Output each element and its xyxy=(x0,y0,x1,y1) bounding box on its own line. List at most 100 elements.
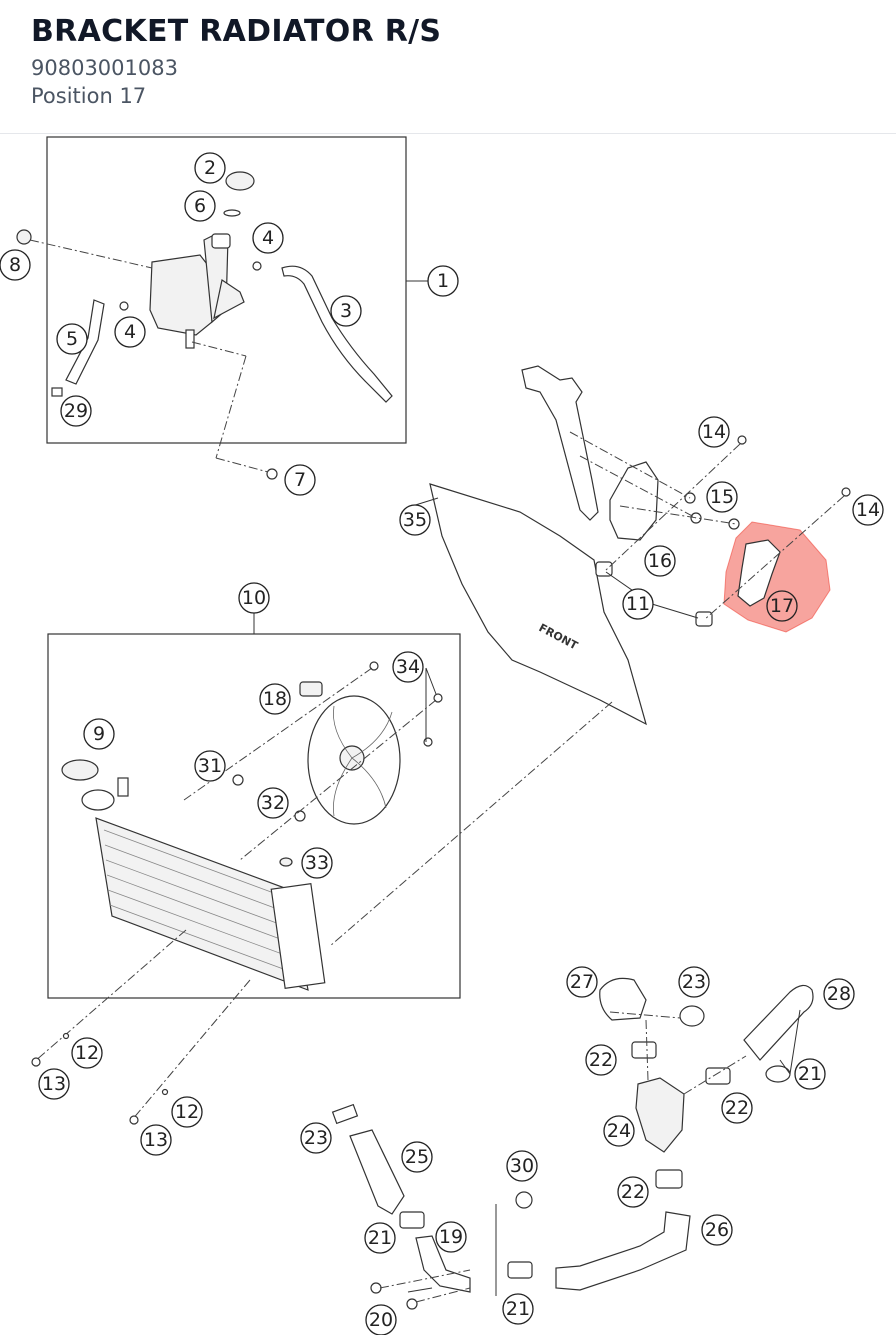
callout-23[interactable]: 23 xyxy=(300,1122,332,1154)
callout-15[interactable]: 15 xyxy=(706,481,738,513)
callout-5[interactable]: 5 xyxy=(56,323,88,355)
callout-35[interactable]: 35 xyxy=(399,504,431,536)
svg-text:22: 22 xyxy=(589,1049,613,1071)
svg-text:12: 12 xyxy=(175,1101,199,1123)
svg-text:8: 8 xyxy=(9,254,21,276)
svg-text:12: 12 xyxy=(75,1042,99,1064)
svg-text:35: 35 xyxy=(403,509,427,531)
callout-22[interactable]: 22 xyxy=(585,1044,617,1076)
svg-text:31: 31 xyxy=(198,755,222,777)
callout-10[interactable]: 10 xyxy=(238,582,270,614)
callout-16[interactable]: 16 xyxy=(644,545,676,577)
position-label: Position 17 xyxy=(31,84,147,108)
radiator-cap xyxy=(61,759,99,781)
tank-cap xyxy=(225,171,255,191)
callout-12[interactable]: 12 xyxy=(171,1096,203,1128)
svg-text:13: 13 xyxy=(42,1073,66,1095)
callout-28[interactable]: 28 xyxy=(823,978,855,1010)
callout-7[interactable]: 7 xyxy=(284,464,316,496)
assembly-box-1 xyxy=(46,136,407,444)
callout-33[interactable]: 33 xyxy=(301,847,333,879)
svg-text:33: 33 xyxy=(305,852,329,874)
callout-20[interactable]: 20 xyxy=(365,1304,397,1335)
callout-24[interactable]: 24 xyxy=(603,1115,635,1147)
callout-21[interactable]: 21 xyxy=(794,1058,826,1090)
svg-text:2: 2 xyxy=(204,157,216,179)
part-header: BRACKET RADIATOR R/S 90803001083 Positio… xyxy=(0,0,896,134)
callout-29[interactable]: 29 xyxy=(60,395,92,427)
svg-text:21: 21 xyxy=(506,1298,530,1320)
callout-13[interactable]: 13 xyxy=(140,1124,172,1156)
expansion-tank xyxy=(149,254,213,336)
callout-14[interactable]: 14 xyxy=(852,494,884,526)
svg-text:20: 20 xyxy=(369,1309,393,1331)
callout-2[interactable]: 2 xyxy=(194,152,226,184)
callout-1[interactable]: 1 xyxy=(427,265,459,297)
callout-4[interactable]: 4 xyxy=(252,222,284,254)
svg-text:10: 10 xyxy=(242,587,266,609)
callout-27[interactable]: 27 xyxy=(566,966,598,998)
svg-text:19: 19 xyxy=(439,1226,463,1248)
callout-6[interactable]: 6 xyxy=(184,190,216,222)
callout-34[interactable]: 34 xyxy=(392,651,424,683)
callout-8[interactable]: 8 xyxy=(0,249,31,281)
svg-text:4: 4 xyxy=(124,321,136,343)
callout-9[interactable]: 9 xyxy=(83,718,115,750)
svg-text:17: 17 xyxy=(770,595,794,617)
svg-text:32: 32 xyxy=(261,792,285,814)
svg-text:23: 23 xyxy=(304,1127,328,1149)
callout-21[interactable]: 21 xyxy=(502,1293,534,1325)
upper-bracket xyxy=(521,365,599,521)
svg-text:26: 26 xyxy=(705,1219,729,1241)
svg-text:11: 11 xyxy=(626,593,650,615)
callout-17-highlighted[interactable]: 17 xyxy=(766,590,798,622)
radiator-spoiler xyxy=(429,483,647,726)
svg-text:22: 22 xyxy=(725,1097,749,1119)
hose-5 xyxy=(65,299,105,385)
callout-22[interactable]: 22 xyxy=(617,1176,649,1208)
thermostat-housing xyxy=(635,1077,685,1153)
callout-18[interactable]: 18 xyxy=(259,683,291,715)
callout-11[interactable]: 11 xyxy=(622,588,654,620)
svg-text:7: 7 xyxy=(294,469,306,491)
bracket-radiator-rs xyxy=(737,539,781,607)
svg-text:21: 21 xyxy=(368,1227,392,1249)
svg-text:34: 34 xyxy=(396,656,420,678)
hose-3 xyxy=(281,265,393,403)
svg-text:29: 29 xyxy=(64,400,88,422)
callout-3[interactable]: 3 xyxy=(330,295,362,327)
callout-31[interactable]: 31 xyxy=(194,750,226,782)
svg-text:28: 28 xyxy=(827,983,851,1005)
svg-text:21: 21 xyxy=(798,1063,822,1085)
callout-26[interactable]: 26 xyxy=(701,1214,733,1246)
callout-22[interactable]: 22 xyxy=(721,1092,753,1124)
svg-text:3: 3 xyxy=(340,300,352,322)
svg-text:14: 14 xyxy=(702,421,726,443)
callout-21[interactable]: 21 xyxy=(364,1222,396,1254)
svg-text:25: 25 xyxy=(405,1146,429,1168)
svg-text:14: 14 xyxy=(856,499,880,521)
callout-23[interactable]: 23 xyxy=(678,966,710,998)
callout-32[interactable]: 32 xyxy=(257,787,289,819)
svg-text:27: 27 xyxy=(570,971,594,993)
svg-text:23: 23 xyxy=(682,971,706,993)
callout-13[interactable]: 13 xyxy=(38,1068,70,1100)
callout-19[interactable]: 19 xyxy=(435,1221,467,1253)
svg-text:30: 30 xyxy=(510,1155,534,1177)
callout-4[interactable]: 4 xyxy=(114,316,146,348)
svg-text:4: 4 xyxy=(262,227,274,249)
svg-text:15: 15 xyxy=(710,486,734,508)
svg-text:18: 18 xyxy=(263,688,287,710)
page-title: BRACKET RADIATOR R/S xyxy=(31,14,442,49)
svg-text:16: 16 xyxy=(648,550,672,572)
callout-30[interactable]: 30 xyxy=(506,1150,538,1182)
exploded-parts-diagram: FRONT xyxy=(0,136,884,1335)
callout-12[interactable]: 12 xyxy=(71,1037,103,1069)
svg-text:9: 9 xyxy=(93,723,105,745)
svg-text:6: 6 xyxy=(194,195,206,217)
svg-text:13: 13 xyxy=(144,1129,168,1151)
callout-14[interactable]: 14 xyxy=(698,416,730,448)
svg-text:5: 5 xyxy=(66,328,78,350)
callout-25[interactable]: 25 xyxy=(401,1141,433,1173)
part-number: 90803001083 xyxy=(31,56,178,80)
